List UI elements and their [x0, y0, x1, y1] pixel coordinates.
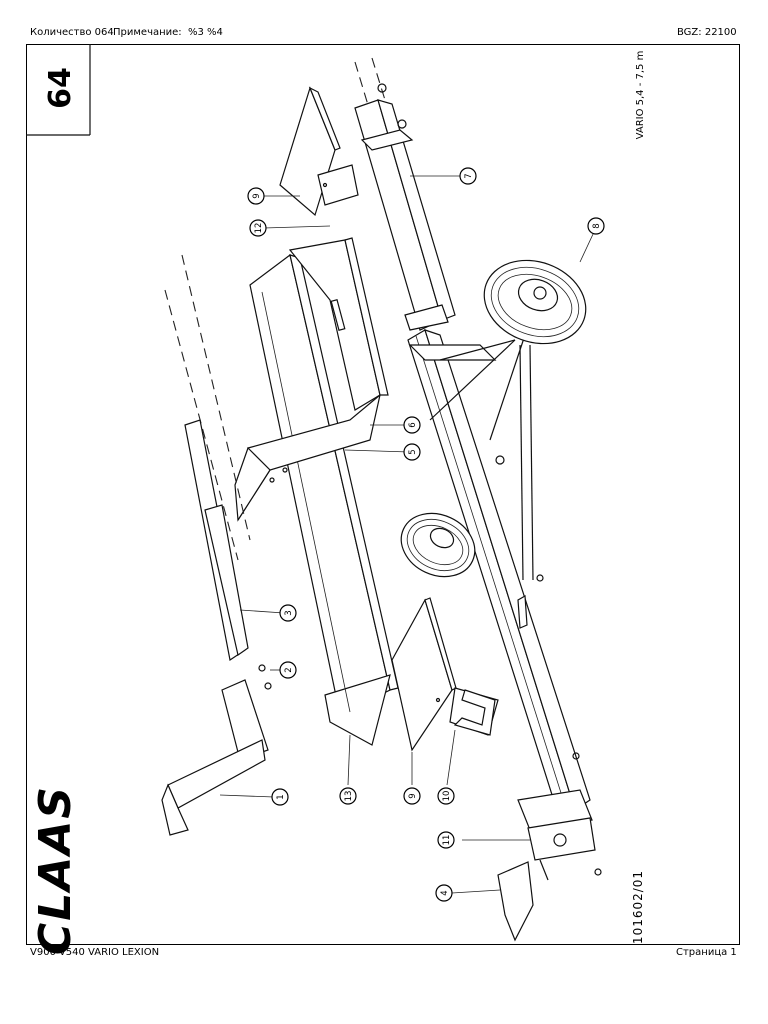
drawing-page-number: 64: [43, 67, 78, 109]
rear-hitch: [497, 752, 602, 942]
svg-text:12: 12: [254, 223, 264, 234]
trailer-beam: [407, 329, 591, 821]
callout-6: 6: [403, 416, 421, 434]
cutter-bar-tray: [249, 253, 399, 746]
svg-text:9: 9: [408, 793, 418, 798]
callout-9-upper: 9: [247, 187, 265, 205]
callout-3: 3: [279, 604, 297, 622]
footer-page: Страница 1: [676, 947, 737, 958]
svg-text:11: 11: [442, 835, 452, 846]
drawbar-upper: [354, 57, 456, 331]
callout-8: 8: [587, 217, 605, 235]
header-code: BGZ: 22100: [677, 27, 737, 38]
callout-2: 2: [279, 661, 297, 679]
callout-10: 10: [437, 787, 455, 805]
svg-text:4: 4: [440, 890, 450, 895]
svg-text:9: 9: [252, 193, 262, 198]
callout-1: 1: [271, 788, 289, 806]
wheel-lower: [400, 512, 476, 578]
svg-text:8: 8: [592, 223, 602, 228]
svg-text:6: 6: [408, 422, 418, 427]
svg-text:3: 3: [284, 610, 294, 615]
callout-4: 4: [435, 884, 453, 902]
svg-text:5: 5: [408, 449, 418, 454]
header-quantity: Количество 064: [30, 27, 114, 38]
drawing-number: 101602/01: [631, 870, 645, 944]
side-plate-upper: [279, 86, 359, 217]
wheel-upper: [483, 259, 587, 345]
svg-text:1: 1: [276, 794, 286, 799]
header-note: Примечание: %3 %4: [113, 27, 223, 38]
support-bracket: [161, 679, 269, 836]
callout-9-lower: 9: [403, 787, 421, 805]
callout-5: 5: [403, 443, 421, 461]
drawing-variant: VARIO 5,4 - 7,5 m: [635, 51, 646, 140]
svg-text:7: 7: [464, 173, 474, 178]
clip-bracket: [453, 689, 496, 736]
svg-text:2: 2: [284, 667, 294, 672]
callout-7: 7: [459, 167, 477, 185]
callout-11: 12: [249, 219, 267, 237]
claas-logo: CLAAS: [30, 785, 81, 955]
reel-arm: [164, 254, 272, 690]
svg-text:10: 10: [442, 791, 452, 802]
callout-13: 13: [339, 787, 357, 805]
callout-12: 11: [437, 831, 455, 849]
drawing-frame: [26, 44, 740, 945]
footer-model: V900-V540 VARIO LEXION: [30, 947, 160, 958]
reel-holder: [234, 237, 389, 522]
svg-text:13: 13: [344, 791, 354, 802]
